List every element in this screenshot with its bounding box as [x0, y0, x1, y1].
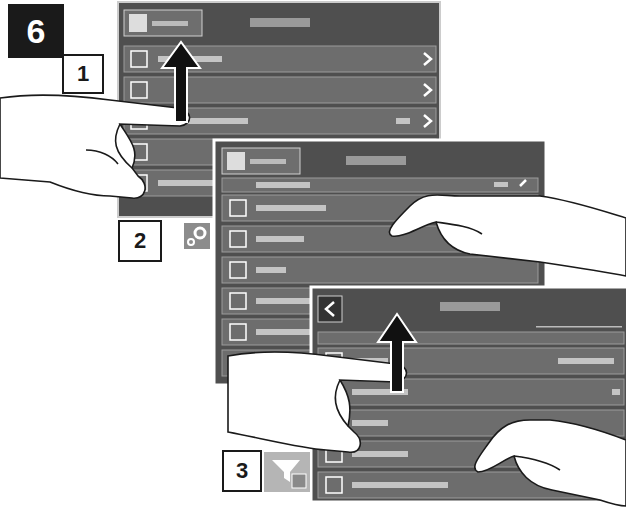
callout-number: 1 — [62, 54, 104, 94]
swipe-up-arrow — [378, 314, 416, 392]
swipe-up-arrow — [162, 42, 200, 122]
number-text: 6 — [27, 12, 46, 51]
hand-tap-2 — [389, 195, 626, 276]
feature-icon — [264, 452, 310, 492]
callout-number: 2 — [118, 220, 162, 262]
hand-swipe-3 — [228, 352, 407, 452]
callout-number: 3 — [222, 450, 262, 492]
step-number: 6 — [8, 4, 64, 58]
number-text: 2 — [134, 228, 146, 254]
settings-gear-icon — [184, 223, 210, 249]
hand-tap-3 — [475, 420, 626, 506]
number-text: 3 — [236, 458, 248, 484]
hand-swipe-1 — [0, 95, 190, 198]
number-text: 1 — [77, 61, 89, 87]
